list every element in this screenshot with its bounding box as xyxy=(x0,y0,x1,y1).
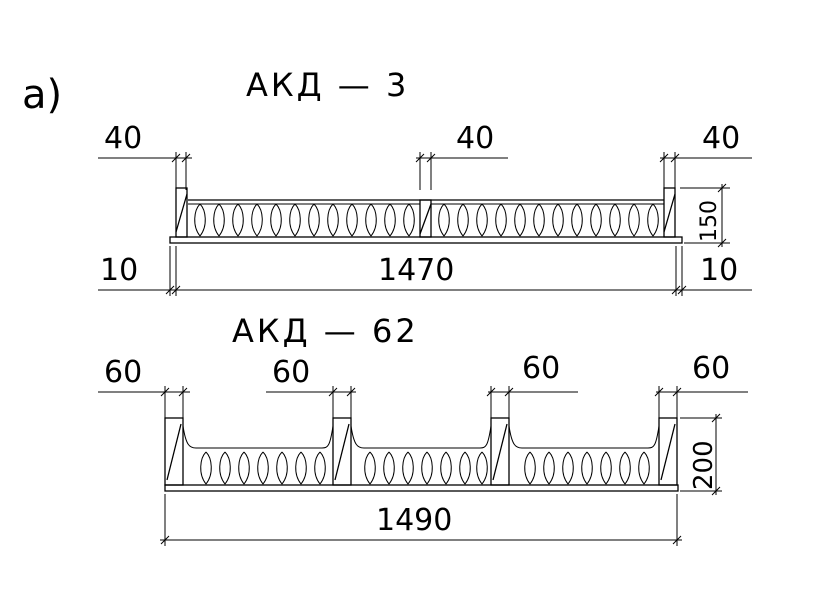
top-dimension-lines-1 xyxy=(98,152,752,190)
dim-top-1-2: 60 xyxy=(104,355,142,390)
dim-top-3-2: 60 xyxy=(522,351,560,386)
dim-top-left-1: 40 xyxy=(104,121,142,156)
figure-label: а) xyxy=(22,72,62,118)
panel-body-1 xyxy=(169,187,683,244)
insulation-1 xyxy=(188,203,664,237)
height-dimension-2 xyxy=(680,413,722,496)
height-dimension-1 xyxy=(680,183,730,248)
dim-bottom-length-1: 1470 xyxy=(378,253,454,288)
insulation-2 xyxy=(200,451,650,485)
bottom-dimension-1 xyxy=(98,246,752,296)
dim-height-1: 150 xyxy=(697,200,722,242)
dim-top-right-1: 40 xyxy=(702,121,740,156)
dim-bottom-right-1: 10 xyxy=(700,253,738,288)
dim-top-4-2: 60 xyxy=(692,351,730,386)
panel-title-akd-62: АКД — 62 xyxy=(232,312,419,350)
top-dimension-lines-2 xyxy=(98,386,748,418)
panel-title-akd-3: АКД — 3 xyxy=(246,66,409,104)
dim-top-2-2: 60 xyxy=(272,355,310,390)
dim-height-2: 200 xyxy=(689,440,719,490)
panel-akd-62: АКД — 62 60 60 60 60 xyxy=(98,312,748,546)
dim-top-mid-1: 40 xyxy=(456,121,494,156)
dim-bottom-left-1: 10 xyxy=(100,253,138,288)
panel-akd-3: АКД — 3 40 40 40 xyxy=(98,66,752,296)
dim-bottom-length-2: 1490 xyxy=(376,503,452,538)
trough-profiles-2 xyxy=(182,425,660,449)
bottom-dimension-2 xyxy=(160,494,682,546)
panel-body-2 xyxy=(164,417,679,492)
